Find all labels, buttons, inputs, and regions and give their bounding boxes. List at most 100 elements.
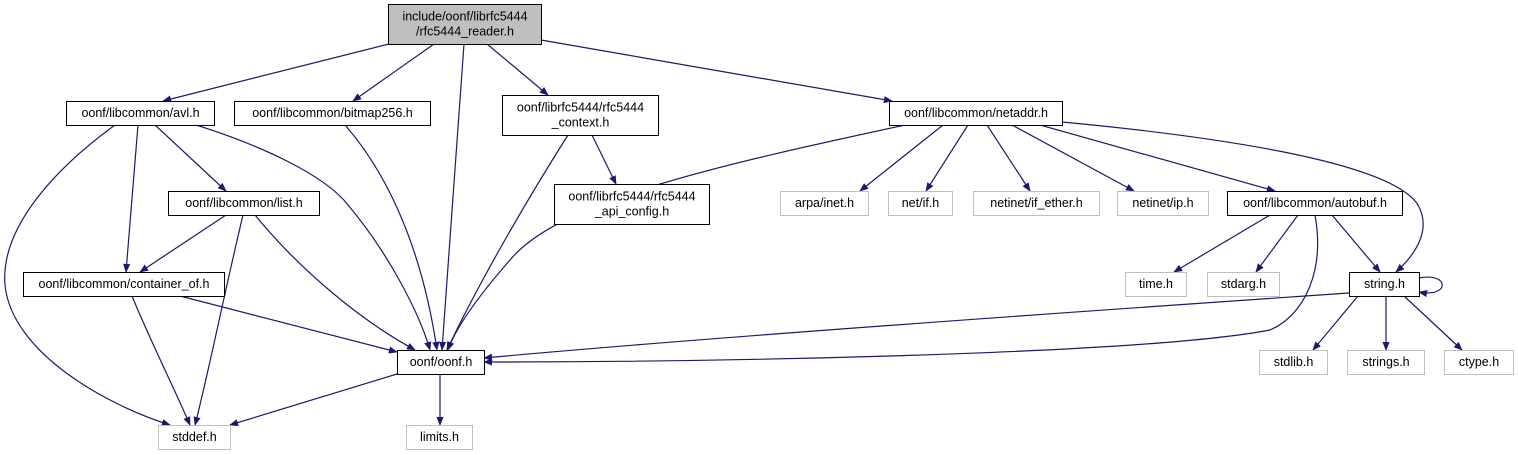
edge-root-to-context	[486, 43, 549, 96]
edge-bitmap-to-oonf	[344, 124, 440, 351]
node-stdlib: stdlib.h	[1259, 350, 1328, 375]
node-oonf[interactable]: oonf/oonf.h	[397, 350, 485, 375]
node-box-strings	[1347, 350, 1425, 375]
edge-list-to-stddef	[193, 214, 244, 426]
edge-autobuf-to-oonf	[483, 214, 1319, 366]
node-label-limits: limits.h	[420, 430, 459, 444]
edge-root-to-netaddr	[540, 39, 893, 104]
node-apiconfig[interactable]: oonf/librfc5444/rfc5444_api_config.h	[554, 184, 710, 225]
edge-string-to-stdlib	[1312, 295, 1359, 351]
node-label-context: _context.h	[551, 116, 610, 130]
node-box-arpa	[780, 191, 869, 216]
node-label-bitmap: oonf/libcommon/bitmap256.h	[252, 106, 413, 120]
node-label-apiconfig: _api_config.h	[594, 205, 669, 219]
edge-autobuf-to-stdarg	[1255, 214, 1299, 273]
edge-oonf-to-stddef	[229, 373, 398, 427]
node-label-netaddr: oonf/libcommon/netaddr.h	[904, 106, 1048, 120]
edge-netaddr-to-ifether	[986, 124, 1031, 192]
node-label-strings: strings.h	[1362, 355, 1409, 369]
node-time: time.h	[1125, 272, 1187, 297]
node-avl[interactable]: oonf/libcommon/avl.h	[66, 101, 215, 126]
node-label-root: /rfc5444_reader.h	[416, 25, 514, 39]
node-label-stdlib: stdlib.h	[1274, 355, 1314, 369]
edge-netaddr-to-oonf	[447, 124, 906, 351]
node-label-arpa: arpa/inet.h	[795, 196, 854, 210]
node-autobuf[interactable]: oonf/libcommon/autobuf.h	[1227, 191, 1403, 216]
node-label-netip: netinet/ip.h	[1132, 196, 1193, 210]
node-box-string	[1349, 272, 1420, 297]
edge-containerof-to-oonf	[179, 295, 398, 354]
node-label-autobuf: oonf/libcommon/autobuf.h	[1243, 196, 1387, 210]
node-label-oonf: oonf/oonf.h	[410, 355, 473, 369]
node-box-stdarg	[1207, 272, 1280, 297]
node-label-string: string.h	[1364, 277, 1405, 291]
edge-list-to-oonf	[254, 214, 416, 351]
node-netip: netinet/ip.h	[1117, 191, 1209, 216]
edge-list-to-containerof	[139, 214, 227, 273]
edge-autobuf-to-string	[1331, 214, 1381, 273]
node-box-bitmap	[234, 101, 431, 126]
node-limits: limits.h	[406, 425, 473, 450]
node-box-list	[168, 191, 320, 216]
node-box-netif	[888, 191, 953, 216]
edge-netaddr-to-autobuf	[1039, 124, 1276, 193]
node-box-ctype	[1444, 350, 1514, 375]
node-box-autobuf	[1227, 191, 1403, 216]
node-label-root: include/oonf/librfc5444	[402, 10, 527, 24]
node-box-stddef	[158, 425, 231, 450]
node-box-avl	[66, 101, 215, 126]
node-box-netip	[1117, 191, 1209, 216]
node-box-context	[502, 95, 659, 136]
node-stddef: stddef.h	[158, 425, 231, 450]
edge-string-to-ctype	[1403, 295, 1463, 351]
node-netif: net/if.h	[888, 191, 953, 216]
node-label-containerof: oonf/libcommon/container_of.h	[39, 277, 210, 291]
node-bitmap[interactable]: oonf/libcommon/bitmap256.h	[234, 101, 431, 126]
node-netaddr[interactable]: oonf/libcommon/netaddr.h	[889, 101, 1063, 126]
nodes-layer: include/oonf/librfc5444/rfc5444_reader.h…	[23, 4, 1514, 450]
node-label-context: oonf/librfc5444/rfc5444	[517, 101, 644, 115]
node-box-root	[388, 4, 542, 45]
node-box-netaddr	[889, 101, 1063, 126]
node-label-list: oonf/libcommon/list.h	[185, 196, 302, 210]
node-label-apiconfig: oonf/librfc5444/rfc5444	[568, 190, 695, 204]
edge-netaddr-to-string	[1061, 121, 1424, 273]
node-label-stdarg: stdarg.h	[1221, 277, 1266, 291]
node-box-containerof	[23, 272, 225, 297]
edge-avl-to-stddef	[4, 124, 171, 427]
node-label-time: time.h	[1139, 277, 1173, 291]
node-label-stddef: stddef.h	[172, 430, 217, 444]
node-containerof[interactable]: oonf/libcommon/container_of.h	[23, 272, 225, 297]
edges-layer	[4, 39, 1463, 427]
node-box-time	[1125, 272, 1187, 297]
edge-root-to-bitmap	[352, 43, 435, 102]
edge-netaddr-to-netip	[1011, 124, 1135, 192]
edge-root-to-oonf	[438, 43, 465, 351]
edge-netaddr-to-netif	[925, 124, 969, 192]
edge-string-to-oonf	[483, 292, 1350, 361]
node-root[interactable]: include/oonf/librfc5444/rfc5444_reader.h	[388, 4, 542, 45]
node-box-ifether	[973, 191, 1100, 216]
node-stdarg: stdarg.h	[1207, 272, 1280, 297]
edge-avl-to-list	[154, 124, 227, 192]
edge-netaddr-to-arpa	[859, 124, 944, 192]
edge-avl-to-oonf	[195, 124, 432, 351]
node-box-stdlib	[1259, 350, 1328, 375]
node-box-oonf	[397, 350, 485, 375]
edge-avl-to-containerof	[123, 124, 139, 273]
node-box-apiconfig	[554, 184, 710, 225]
node-box-limits	[406, 425, 473, 450]
node-string[interactable]: string.h	[1349, 272, 1420, 297]
edge-autobuf-to-time	[1173, 214, 1271, 273]
node-label-ifether: netinet/if_ether.h	[990, 196, 1082, 210]
edge-root-to-avl	[162, 43, 390, 103]
node-strings: strings.h	[1347, 350, 1425, 375]
node-label-avl: oonf/libcommon/avl.h	[81, 106, 199, 120]
node-list[interactable]: oonf/libcommon/list.h	[168, 191, 320, 216]
edge-context-to-oonf	[446, 134, 569, 351]
node-label-netif: net/if.h	[902, 196, 940, 210]
node-label-ctype: ctype.h	[1459, 355, 1499, 369]
node-context[interactable]: oonf/librfc5444/rfc5444_context.h	[502, 95, 659, 136]
edge-containerof-to-stddef	[131, 295, 191, 426]
